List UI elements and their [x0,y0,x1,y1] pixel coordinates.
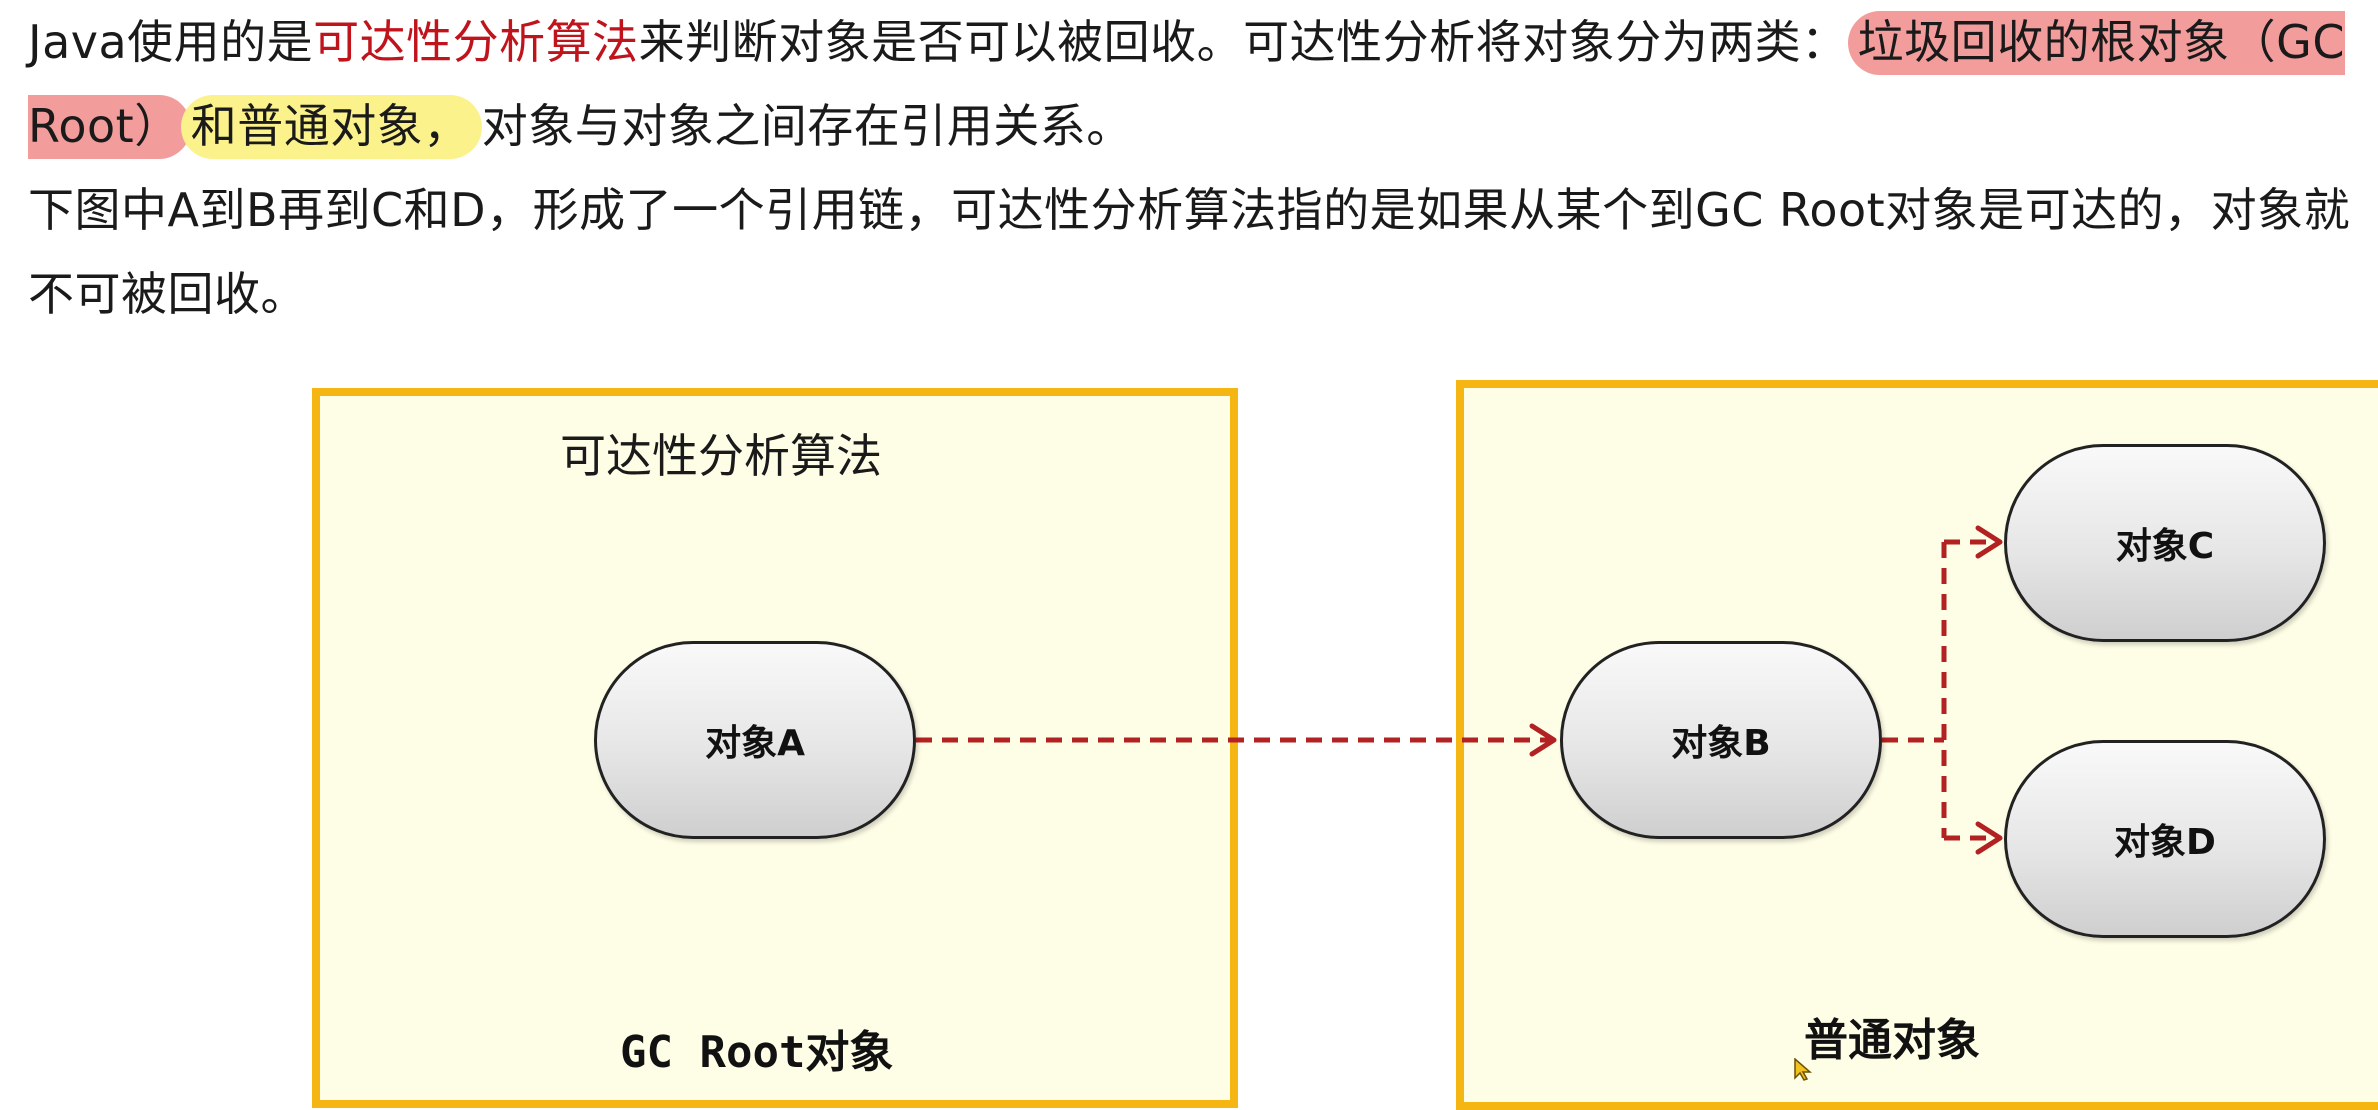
object-a-node: 对象A [594,641,916,839]
object-b-node: 对象B [1560,641,1882,839]
explanation-text: Java使用的是可达性分析算法来判断对象是否可以被回收。可达性分析将对象分为两类… [28,0,2358,336]
text-part-3: 对象与对象之间存在引用关系。 [481,99,1133,153]
paragraph-2: 下图中A到B再到C和D，形成了一个引用链，可达性分析算法指的是如果从某个到GC … [28,183,2351,321]
diagram-title: 可达性分析算法 [560,429,882,483]
text-part-2: 来判断对象是否可以被回收。可达性分析将对象分为两类： [638,15,1848,69]
algorithm-term: 可达性分析算法 [313,15,639,69]
paragraph-1: Java使用的是可达性分析算法来判断对象是否可以被回收。可达性分析将对象分为两类… [28,0,2358,168]
gc-root-panel: 可达性分析算法 GC Root对象 [312,388,1238,1108]
mouse-cursor-icon [1794,1058,1813,1081]
normal-object-highlight: 和普通对象， [180,95,482,159]
object-c-node: 对象C [2004,444,2326,642]
text-part-1: Java使用的是 [28,15,314,69]
normal-object-label: 普通对象 [1804,1015,1980,1066]
object-d-node: 对象D [2004,740,2326,938]
gc-root-label: GC Root对象 [620,1027,894,1078]
